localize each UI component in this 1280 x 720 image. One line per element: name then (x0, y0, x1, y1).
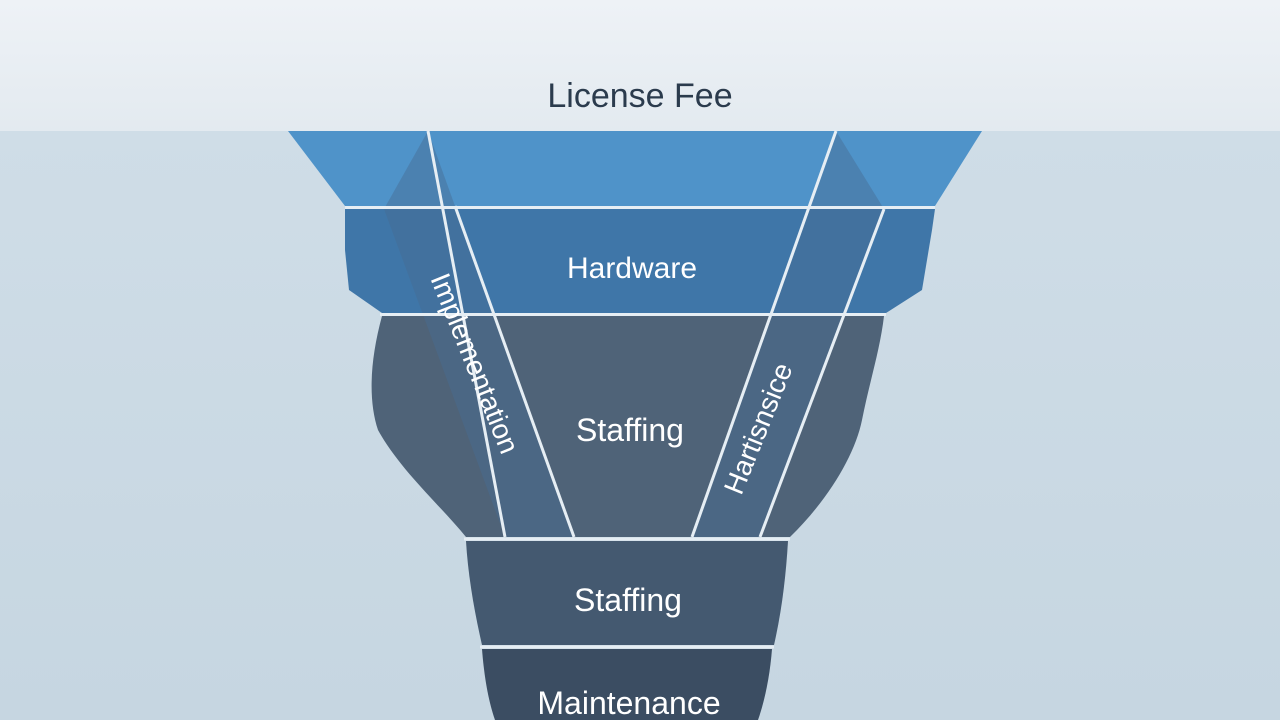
layer-label-hardware: Hardware (567, 252, 697, 285)
layer-staffing-upper (371, 316, 884, 537)
layer-maintenance (482, 649, 772, 720)
layer-label-staffing-upper: Staffing (576, 412, 684, 448)
layer-hardware (345, 209, 935, 313)
diagonal-band-left (384, 131, 574, 537)
sky-background (0, 0, 1280, 131)
diagonal-band-borders (426, 130, 886, 538)
surface-label: License Fee (547, 77, 732, 115)
layer-staffing-lower (466, 541, 788, 645)
layer-label-maintenance: Maintenance (537, 685, 720, 720)
diagonal-band-right (692, 131, 884, 537)
layer-top-band (288, 131, 982, 206)
layer-label-staffing-lower: Staffing (574, 582, 682, 618)
